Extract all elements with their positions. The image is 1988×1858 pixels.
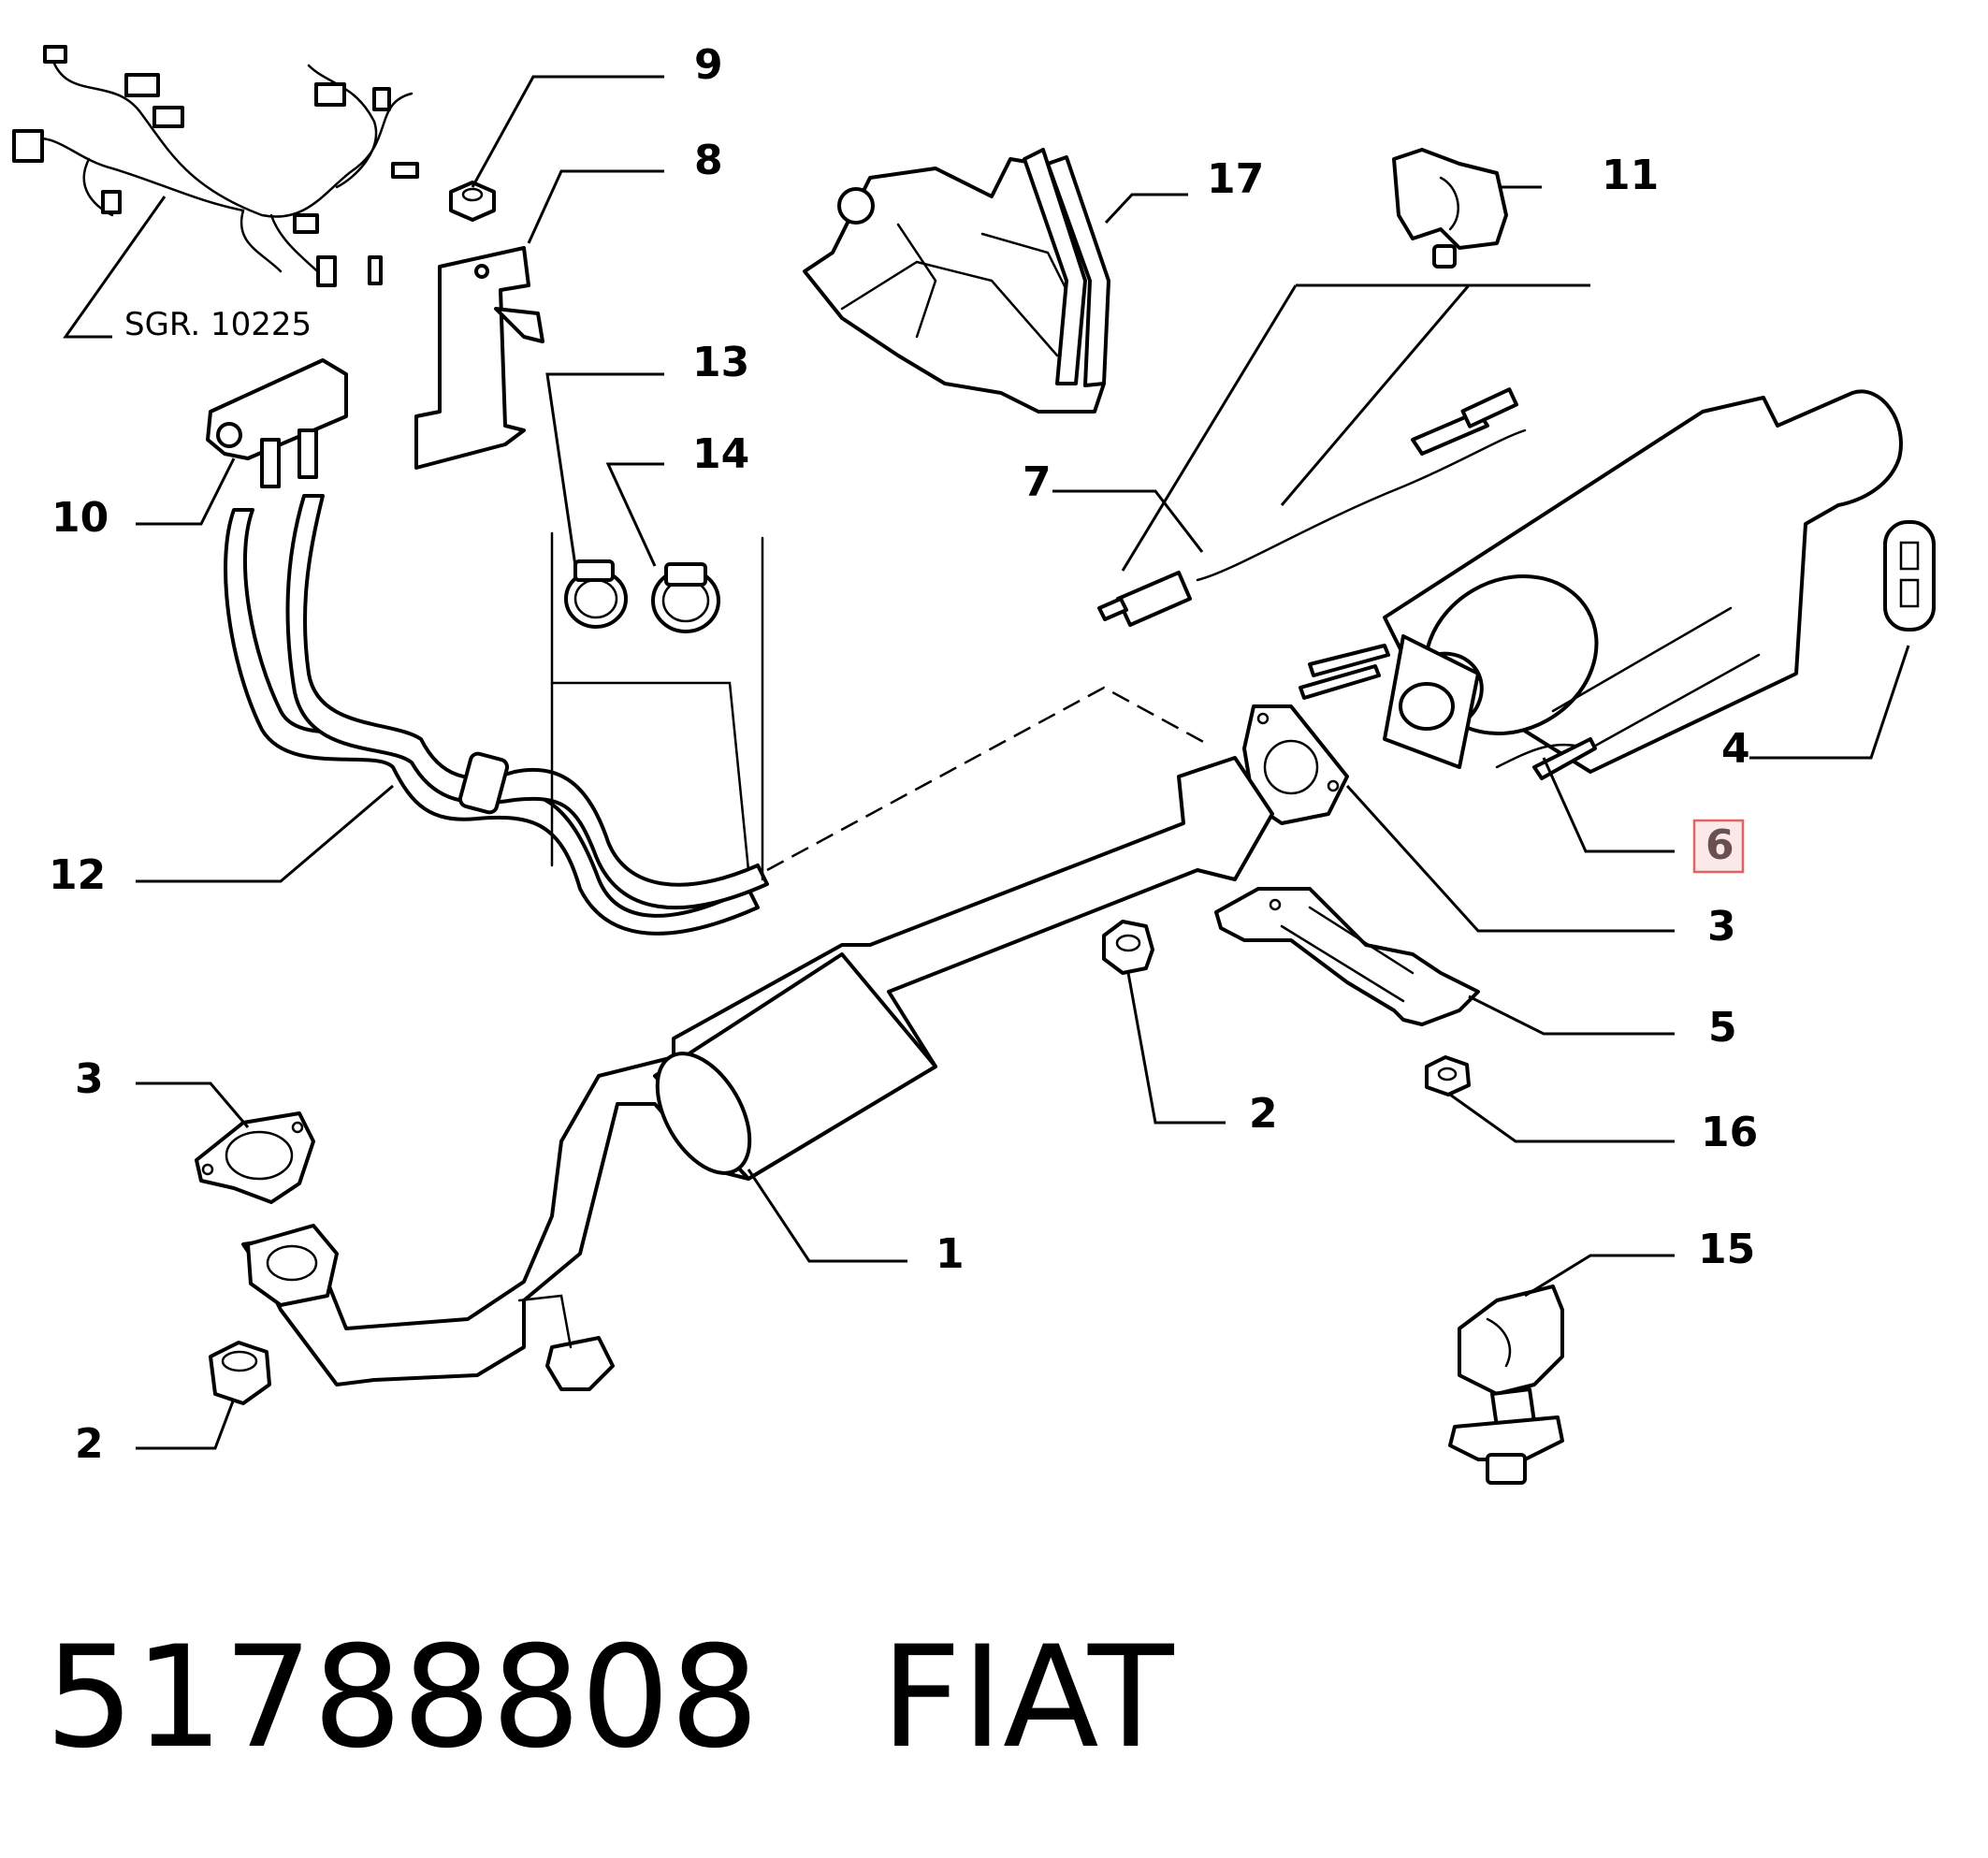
clip-11-illustration [1392, 148, 1508, 269]
particulate-filter-illustration [1299, 389, 1903, 780]
clamp-13-illustration [564, 559, 628, 629]
callout-4: 4 [1721, 725, 1750, 773]
callout-5: 5 [1708, 1004, 1737, 1052]
sub-group-reference: SGR. 10225 [124, 306, 312, 343]
callout-10: 10 [51, 494, 109, 542]
nut-2-upper-illustration [1102, 920, 1154, 975]
gasket-3-lower-illustration [195, 1111, 315, 1204]
callout-2-lower: 2 [75, 1420, 104, 1468]
hoses-illustration [224, 494, 769, 936]
callout-1: 1 [936, 1230, 965, 1278]
leader-lines [136, 75, 1910, 1450]
assembly-dashed-line [766, 686, 1208, 872]
callout-6: 6 [1705, 821, 1734, 869]
callout-7: 7 [1023, 458, 1052, 506]
callout-16: 16 [1701, 1109, 1758, 1156]
gasket-3-upper-illustration [1242, 704, 1349, 825]
rubber-hanger-illustration [1883, 520, 1936, 631]
clip-15-illustration [1448, 1285, 1564, 1485]
callout-15: 15 [1698, 1226, 1755, 1273]
callout-labels: SGR. 10225 9 8 17 11 13 14 10 7 4 6 12 3… [49, 41, 1758, 1468]
callout-2-upper: 2 [1249, 1090, 1278, 1138]
exhaust-sensor-illustration [1097, 283, 1590, 627]
callout-6-highlight [1692, 819, 1745, 874]
heat-shield-illustration [803, 148, 1110, 414]
part-number: 51788808 [45, 1617, 760, 1779]
nut-9-illustration [449, 181, 496, 222]
bracket-8-illustration [414, 246, 544, 470]
callout-9: 9 [694, 41, 723, 89]
support-bracket-5-illustration [1214, 887, 1480, 1026]
callout-12: 12 [49, 851, 106, 899]
nut-2-lower-illustration [209, 1341, 271, 1405]
pressure-sensor-illustration [206, 358, 348, 488]
callout-11: 11 [1602, 152, 1659, 199]
callout-14: 14 [692, 430, 749, 478]
brand-name: FIAT [880, 1617, 1174, 1779]
callout-3-left: 3 [75, 1055, 104, 1103]
callout-8: 8 [694, 137, 723, 184]
callout-13: 13 [692, 339, 749, 386]
front-pipe-illustration [241, 756, 1274, 1391]
callout-17: 17 [1207, 155, 1264, 203]
nut-16-illustration [1425, 1055, 1471, 1096]
clamp-14-illustration [651, 562, 720, 633]
wiring-harness-illustration [12, 45, 419, 339]
callout-3-right: 3 [1707, 903, 1736, 951]
